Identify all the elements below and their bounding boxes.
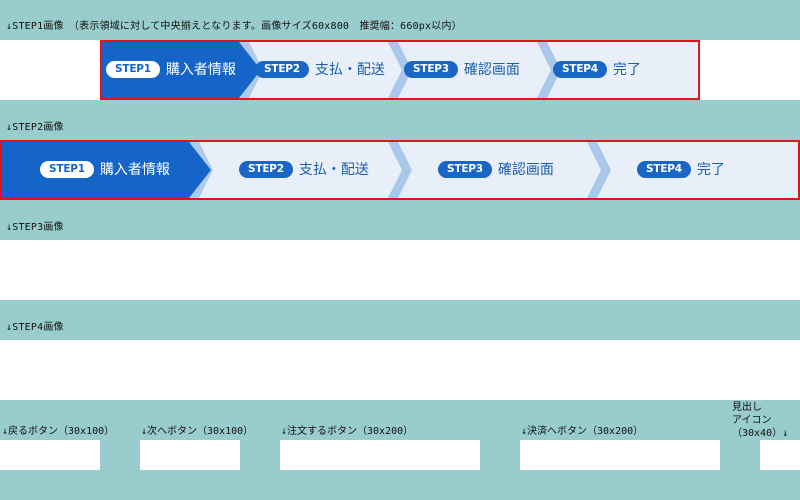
step3-image-area	[0, 240, 800, 300]
step-label: 支払・配送	[314, 62, 385, 78]
step-active-segment	[102, 42, 261, 98]
step2-caption: ↓STEP2画像	[6, 122, 64, 133]
step-item-4: STEP4 完了	[637, 159, 725, 179]
back-button[interactable]	[0, 440, 100, 470]
step-item-3: STEP3 確認画面	[404, 59, 520, 79]
step-badge: STEP2	[255, 60, 309, 78]
next-button[interactable]	[140, 440, 240, 470]
step-active-segment	[2, 142, 211, 198]
step-label: 購入者情報	[99, 162, 170, 178]
heading-icon-caption-line3: （30x40）↓	[732, 428, 789, 439]
step-label: 購入者情報	[165, 62, 236, 78]
step-item-1: STEP1 購入者情報	[40, 159, 170, 179]
step-label: 確認画面	[463, 62, 520, 78]
step-label: 支払・配送	[298, 162, 369, 178]
heading-icon-caption-line2: アイコン	[732, 415, 772, 426]
checkout-button-caption: ↓決済へボタン（30x200）	[521, 426, 644, 437]
step-badge: STEP2	[239, 160, 293, 178]
step-label: 確認画面	[497, 162, 554, 178]
step-item-1: STEP1 購入者情報	[106, 59, 236, 79]
step-label: 完了	[612, 62, 641, 78]
back-button-caption: ↓戻るボタン（30x100）	[2, 426, 115, 437]
order-button[interactable]	[280, 440, 480, 470]
step3-caption: ↓STEP3画像	[6, 222, 64, 233]
heading-icon-caption-line1: 見出し	[732, 402, 762, 413]
step1-caption: ↓STEP1画像 （表示領域に対して中央揃えとなります。画像サイズ60x800 …	[6, 21, 462, 32]
step4-caption: ↓STEP4画像	[6, 322, 64, 333]
step-item-2: STEP2 支払・配送	[255, 59, 385, 79]
step-item-3: STEP3 確認画面	[438, 159, 554, 179]
step-label: 完了	[696, 162, 725, 178]
step-badge: STEP1	[40, 160, 94, 178]
step4-image-area	[0, 340, 800, 400]
step-badge: STEP3	[404, 60, 458, 78]
step-badge: STEP3	[438, 160, 492, 178]
step-chevron-separator	[587, 142, 611, 198]
step-chevron-separator	[388, 142, 412, 198]
step-progress-bar-step2: STEP1 購入者情報 STEP2 支払・配送 STEP3 確認画面 STEP4 完了	[0, 140, 800, 200]
order-button-caption: ↓注文するボタン（30x200）	[281, 426, 414, 437]
step-badge: STEP1	[106, 60, 160, 78]
checkout-button[interactable]	[520, 440, 720, 470]
step-item-2: STEP2 支払・配送	[239, 159, 369, 179]
heading-icon	[760, 440, 800, 470]
step-progress-bar-step1: STEP1 購入者情報 STEP2 支払・配送 STEP3 確認画面 STEP4 完了	[100, 40, 700, 100]
next-button-caption: ↓次へボタン（30x100）	[141, 426, 254, 437]
step-badge: STEP4	[553, 60, 607, 78]
step-badge: STEP4	[637, 160, 691, 178]
step-item-4: STEP4 完了	[553, 59, 641, 79]
